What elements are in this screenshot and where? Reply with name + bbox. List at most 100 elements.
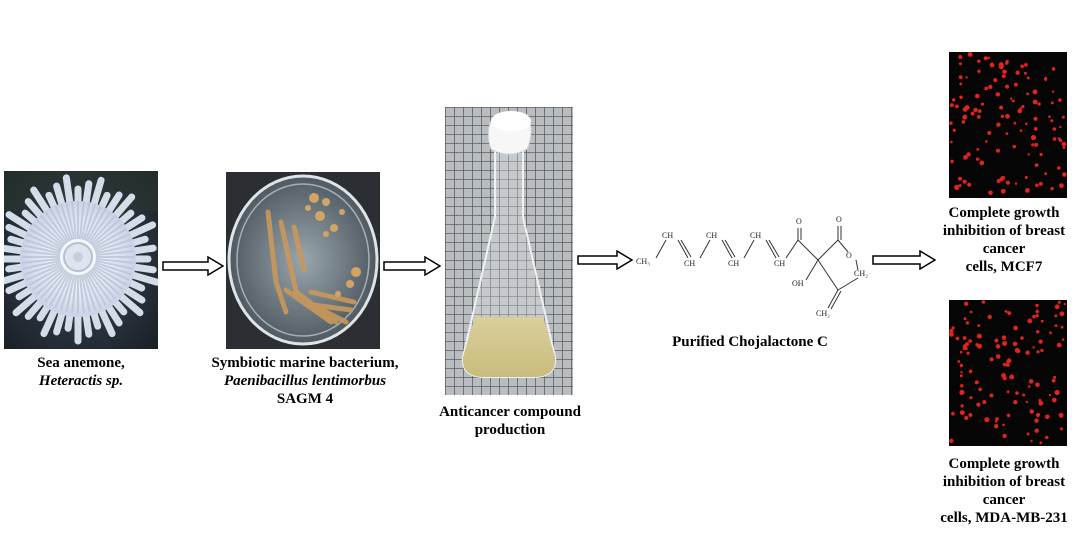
- cell-dot: [1034, 142, 1039, 147]
- cell-dot: [951, 326, 955, 330]
- anemone-ridge: [35, 268, 66, 296]
- cell-dot: [958, 55, 963, 59]
- cell-dot: [963, 317, 967, 321]
- anemone-ridge: [54, 205, 72, 241]
- cell-dot: [1005, 362, 1010, 367]
- cell-dot: [995, 417, 999, 421]
- cell-dot: [1024, 63, 1028, 67]
- cell-dot: [1024, 176, 1028, 179]
- anemone-ridge: [54, 273, 72, 309]
- cell-dot: [965, 321, 970, 325]
- anemone-ridge: [89, 269, 117, 300]
- anemone-ridge: [80, 202, 91, 240]
- cell-dot: [1039, 441, 1043, 445]
- anemone-ridge: [49, 272, 70, 306]
- cell-dot: [994, 424, 999, 429]
- cell-dot: [1014, 347, 1020, 353]
- cell-dot: [1012, 144, 1016, 149]
- cell-dot: [981, 300, 986, 304]
- cell-dot: [1007, 311, 1012, 316]
- anemone-ridge: [65, 202, 76, 240]
- chojalactone-structure: CH₃ CH CH CH CH CH CH O O O CH₂ OH CH₂: [636, 215, 868, 318]
- cell-dot: [1032, 314, 1036, 319]
- chem-label: CH: [728, 259, 739, 268]
- cell-dot: [958, 176, 962, 181]
- cell-dot: [978, 387, 982, 392]
- cell-dot: [1051, 378, 1056, 383]
- cell-dot: [1040, 319, 1044, 323]
- cell-dot: [993, 78, 998, 83]
- anemone-ridge: [44, 211, 69, 244]
- chem-label: CH: [684, 259, 695, 268]
- cell-dot: [958, 75, 963, 80]
- anemone-ridge: [93, 228, 127, 249]
- cell-dot: [1038, 181, 1043, 186]
- mcf7-caption: Complete growth inhibition of breast can…: [942, 205, 1066, 275]
- mda-mb-231-micrograph: [948, 300, 1067, 446]
- anemone-ridge: [86, 272, 107, 306]
- cell-dot: [955, 104, 959, 109]
- cell-dot: [969, 396, 973, 400]
- cell-dot: [1045, 414, 1050, 420]
- anemone-ridge: [65, 274, 76, 312]
- cell-dot: [1033, 127, 1038, 131]
- cell-dot: [952, 128, 956, 132]
- cell-dot: [1027, 153, 1030, 156]
- cell-dot: [989, 393, 994, 398]
- cell-dot: [964, 105, 970, 111]
- cell-dot: [1058, 98, 1062, 102]
- cell-dot: [960, 371, 963, 374]
- cell-dot: [961, 120, 966, 124]
- cell-dot: [964, 301, 969, 306]
- cell-dot: [1028, 379, 1034, 384]
- cell-dot: [994, 338, 999, 343]
- cell-dot: [955, 336, 960, 341]
- cell-dot: [976, 115, 981, 119]
- cell-dot: [1014, 342, 1018, 345]
- cell-dot: [1054, 389, 1060, 396]
- cell-dot: [1022, 393, 1026, 397]
- anemone-ridge: [91, 266, 124, 291]
- cell-dot: [1010, 97, 1013, 100]
- cell-dot: [975, 157, 980, 161]
- cell-dot: [1026, 432, 1030, 436]
- cell-dot: [1062, 172, 1067, 177]
- flow-arrow: [577, 250, 633, 270]
- cell-dot: [979, 160, 985, 166]
- cell-dot: [1019, 107, 1022, 110]
- cell-dot: [959, 363, 964, 368]
- cell-dot: [977, 109, 982, 113]
- anemone-ridge: [95, 244, 133, 255]
- anemone-ridge: [94, 238, 132, 253]
- cell-dot: [987, 131, 992, 135]
- cell-dot: [984, 86, 989, 91]
- chem-label: CH₃: [636, 257, 650, 266]
- cell-dot: [1037, 102, 1041, 106]
- cell-dot: [1049, 331, 1052, 335]
- cell-dot: [949, 121, 953, 125]
- cell-dot: [1015, 391, 1019, 395]
- cell-dot: [962, 114, 968, 120]
- cell-dot: [1059, 183, 1064, 189]
- cell-dot: [976, 148, 980, 151]
- cell-dot: [988, 84, 993, 90]
- anemone-ridge: [82, 203, 97, 241]
- cell-dot: [959, 95, 963, 100]
- cell-dot: [1013, 325, 1018, 331]
- cell-dot: [1005, 61, 1009, 65]
- cell-dot: [1052, 137, 1057, 141]
- cell-dot: [1033, 116, 1038, 121]
- cell-dot: [1028, 385, 1031, 388]
- cell-dot: [968, 369, 973, 374]
- cell-dot: [977, 69, 981, 73]
- cell-dot: [1038, 400, 1044, 406]
- anemone-ridge: [84, 205, 102, 241]
- chem-label: CH₂: [854, 269, 868, 278]
- cell-dot: [984, 417, 990, 423]
- anemone-ridge: [24, 238, 62, 253]
- cell-dot: [1040, 348, 1044, 353]
- cell-dot: [1001, 74, 1006, 79]
- cell-dot: [1056, 342, 1062, 348]
- cell-dot: [1006, 390, 1010, 394]
- cell-dot: [995, 92, 1001, 97]
